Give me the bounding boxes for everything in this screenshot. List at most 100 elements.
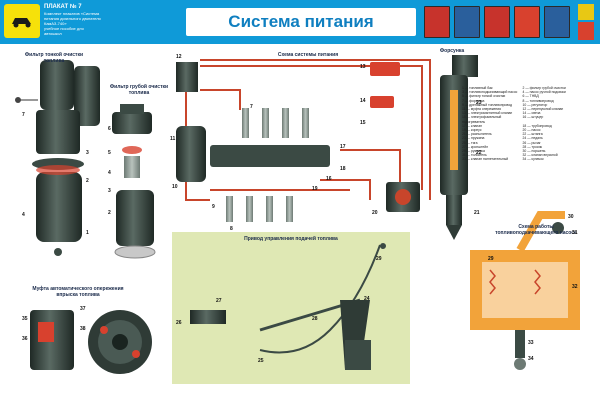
legend-item: 22 — штанга: [522, 132, 543, 137]
scheme-components: [176, 62, 420, 222]
legend-item: 23 — пружина: [462, 136, 485, 141]
injector-label: Форсунка: [439, 48, 465, 54]
callout-number: 7: [22, 112, 25, 118]
legend-item: 11 — муфта опережения: [462, 107, 501, 112]
callout-number: 5: [108, 150, 111, 156]
legend-item: 31 — толкатель: [462, 153, 487, 158]
legend-item: 12 — перепускной клапан: [522, 107, 564, 112]
callout-number: 17: [340, 144, 346, 150]
legend-item: 13 — электромагнитный клапан: [462, 111, 513, 116]
legend-item: 6 — ТНВД: [522, 94, 539, 99]
legend-item: 4 — насос ручной подкачки: [522, 90, 566, 95]
callout-number: 24: [364, 296, 370, 302]
fine-filter-drawing: [15, 60, 100, 256]
legend-item: 33 — клапан нагнетательный: [462, 157, 509, 162]
legend-item: 1 — топливный бак: [462, 86, 493, 90]
legend-item: 9 — дренажный топливопровод: [462, 102, 512, 107]
legend-item: 29 — рукоятка: [462, 149, 485, 154]
legend-item: 5 — фильтр тонкой очистки: [462, 94, 506, 99]
callout-number: 31: [572, 230, 578, 236]
legend-item: 15 — электрофакельный подогреватель: [462, 115, 502, 124]
legend-item: 21 — распылитель: [462, 132, 492, 137]
callout-number: 2: [108, 210, 111, 216]
fuel-lines: [185, 59, 431, 201]
callout-number: 20: [372, 210, 378, 216]
pump-scheme-drawing: [470, 211, 580, 370]
callout-number: 12: [176, 54, 182, 60]
legend-item: 24 — педаль: [522, 136, 543, 141]
scheme-label: Схема системы питания: [277, 52, 339, 58]
publisher-logo: [4, 4, 40, 38]
callout-number: 33: [528, 340, 534, 346]
callout-number: 29: [376, 256, 382, 262]
coarse-filter-drawing: [112, 104, 156, 259]
callout-number: 35: [22, 316, 28, 322]
book-cover: [514, 6, 540, 38]
legend-item: 10 — регулятор: [522, 102, 548, 107]
drive-title: Привод управления подачей топлива: [244, 236, 338, 242]
callout-number: 27: [216, 298, 222, 304]
legend-item: 32 — клапан впускной: [522, 153, 558, 158]
injector-drawing: [440, 55, 478, 240]
drive-drawing: [190, 243, 386, 370]
callout-number: 7: [250, 104, 253, 110]
poster-header: ПЛАКАТ № 7 Комплект плакатов «Система пи…: [0, 0, 600, 44]
callout-number: 9: [212, 204, 215, 210]
legend-item: 18 — трубопровод: [522, 123, 552, 128]
callout-number: 28: [312, 316, 318, 322]
legend-item: 8 — топливопровод: [522, 98, 554, 103]
callout-number: 1: [86, 230, 89, 236]
callout-number: 30: [568, 214, 574, 220]
callout-number: 18: [340, 166, 346, 172]
callout-number: 11: [170, 136, 176, 142]
publisher-line: КамАЗ-740»: [44, 21, 67, 26]
publisher-line: питания дизельного двигателя: [44, 16, 101, 21]
callout-number: 38: [80, 326, 86, 332]
callout-number: 10: [172, 184, 178, 190]
book-cover: [454, 6, 480, 38]
book-cover: [424, 6, 450, 38]
publisher-line: автошкол: [44, 31, 62, 36]
legend-item: 34 — кулачок: [522, 157, 544, 162]
side-strip: [578, 4, 594, 40]
legend-item: 26 — рычаг: [522, 140, 541, 145]
legend-item: 20 — насос: [522, 128, 541, 133]
callout-number: 37: [80, 306, 86, 312]
callout-number: 6: [108, 126, 111, 132]
fine-filter-label: Фильтр тонкой очистки топлива: [24, 52, 84, 64]
callout-number: 15: [360, 120, 366, 126]
publisher-line: Комплект плакатов «Система: [44, 11, 100, 16]
pump-scheme-label: Схема работы топливоподкачивающего насос…: [495, 224, 577, 236]
legend-item: 30 — поршень: [522, 149, 546, 154]
book-cover: [544, 6, 570, 38]
callout-number: 23: [476, 100, 482, 106]
callout-number: 8: [230, 226, 233, 232]
callout-number: 3: [108, 188, 111, 194]
legend-item: 25 — тяга: [462, 140, 478, 145]
legend-item: 7 — форсунка: [462, 98, 485, 103]
callout-number: 19: [312, 186, 318, 192]
callout-number: 29: [488, 256, 494, 262]
legend-item: 28 — тросик: [522, 144, 542, 149]
publisher-line: учебное пособие для: [44, 26, 84, 31]
callout-number: 36: [22, 336, 28, 342]
book-covers: [424, 6, 574, 38]
legend-item: 16 — штуцер: [522, 115, 544, 120]
callout-number: 2: [86, 178, 89, 184]
legend-item: 19 — корпус: [462, 128, 482, 133]
callout-number: 13: [360, 64, 366, 70]
callout-number: 3: [86, 150, 89, 156]
callout-number: 4: [22, 212, 25, 218]
car-icon: [12, 18, 31, 28]
legend-item: 2 — фильтр грубой очистки: [522, 86, 566, 90]
legend: 1 — топливный бак 2 — фильтр грубой очис…: [462, 86, 580, 162]
callout-number: 26: [176, 320, 182, 326]
poster-badge: ПЛАКАТ № 7: [44, 4, 82, 10]
legend-item: 27 — кронштейн: [462, 144, 489, 149]
poster-title: Система питания: [186, 8, 416, 36]
publisher-info: ПЛАКАТ № 7 Комплект плакатов «Система пи…: [44, 4, 164, 36]
callout-number: 25: [258, 358, 264, 364]
coarse-filter-label: Фильтр грубой очистки топлива: [109, 84, 169, 96]
callout-number: 32: [572, 284, 578, 290]
